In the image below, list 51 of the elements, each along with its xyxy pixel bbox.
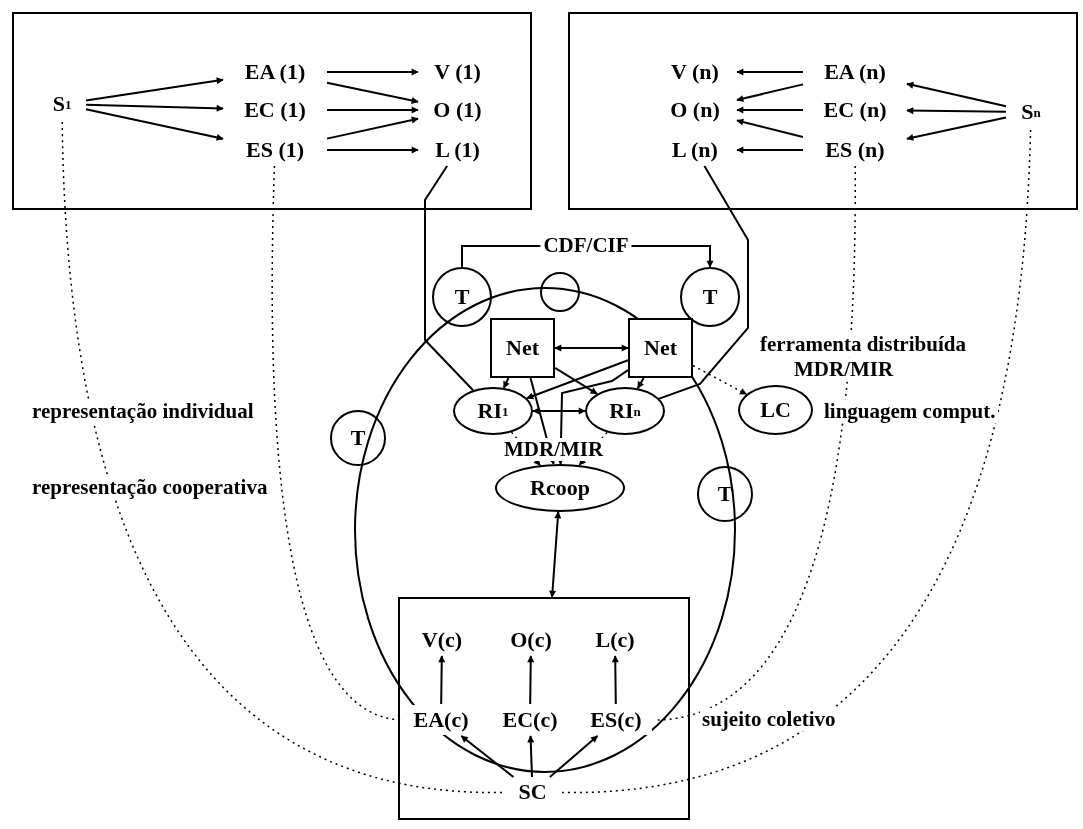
- arrow: [525, 359, 629, 400]
- net-box: Net: [490, 318, 555, 378]
- arrow: [736, 146, 804, 154]
- arrow: [326, 81, 419, 104]
- arrow: [85, 108, 224, 141]
- connector-line: [424, 165, 475, 392]
- arrow: [326, 146, 419, 154]
- arrow: [85, 103, 224, 112]
- circle-node: T: [697, 466, 753, 522]
- arrow: [736, 118, 804, 138]
- arrow: [326, 106, 419, 114]
- connector-line: [561, 129, 1032, 794]
- arrow: [692, 364, 748, 396]
- arrow: [557, 369, 629, 465]
- annotation-text: linguagem comput.: [822, 400, 998, 424]
- circle-node: [540, 272, 580, 312]
- arrow: [736, 68, 804, 76]
- arrow: [554, 344, 629, 352]
- annotation-text: sujeito coletivo: [700, 708, 838, 732]
- arrow: [548, 735, 599, 778]
- arrow: [527, 735, 535, 778]
- arrow: [736, 83, 804, 102]
- arrow: [532, 407, 586, 415]
- arrow: [636, 377, 645, 390]
- arrow: [85, 77, 224, 102]
- arrow: [549, 511, 562, 598]
- connector-line: [658, 165, 749, 400]
- connector-line: [61, 121, 504, 794]
- arrow: [906, 116, 1007, 141]
- annotation-text: representação individual: [30, 400, 256, 424]
- arrow: [460, 735, 515, 778]
- ellipse-node: Rcoop: [495, 464, 625, 512]
- arrow: [554, 367, 599, 395]
- arrow: [502, 377, 510, 389]
- annotation-text: MDR/MIR: [502, 438, 606, 462]
- arrow: [527, 655, 535, 705]
- arrow: [326, 116, 419, 140]
- annotation-text: representação cooperativa: [30, 476, 270, 500]
- net-box: Net: [628, 318, 693, 378]
- panel-box: [568, 12, 1078, 210]
- panel-box: [12, 12, 532, 210]
- arrow: [326, 68, 419, 76]
- arrow: [906, 81, 1007, 108]
- ellipse-node: LC: [738, 385, 813, 435]
- panel-box: [398, 597, 690, 820]
- arrow: [438, 655, 446, 705]
- arrow: [906, 107, 1007, 115]
- arrow: [736, 106, 804, 114]
- arrow: [611, 655, 619, 705]
- circle-node: T: [330, 410, 386, 466]
- annotation-text: ferramenta distribuída: [758, 333, 968, 357]
